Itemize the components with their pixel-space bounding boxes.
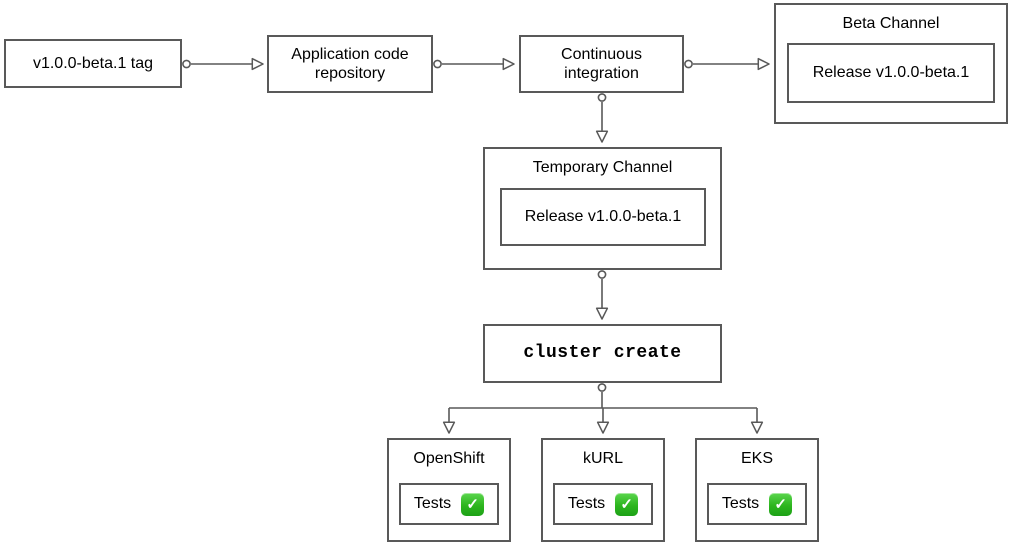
check-icon: ✓	[769, 492, 793, 516]
eks-tests-box: Tests ✓	[707, 483, 807, 525]
node-openshift: OpenShift Tests ✓	[387, 438, 511, 542]
beta-release-label: Release v1.0.0-beta.1	[812, 64, 970, 81]
openshift-title: OpenShift	[413, 450, 485, 467]
node-temporary-release: Release v1.0.0-beta.1	[500, 188, 706, 246]
continuous-integration-label: Continuous integration	[561, 46, 642, 82]
temporary-release-label: Release v1.0.0-beta.1	[524, 208, 682, 225]
tests-label: Tests	[721, 495, 760, 512]
tests-status: Tests ✓	[709, 485, 805, 523]
connector-dot	[433, 59, 442, 69]
connector-dot	[597, 270, 607, 279]
kurl-title: kURL	[582, 450, 623, 467]
version-tag-label: v1.0.0-beta.1 tag	[32, 55, 154, 72]
kurl-tests-box: Tests ✓	[553, 483, 653, 525]
check-glyph: ✓	[466, 495, 479, 513]
check-glyph: ✓	[620, 495, 633, 513]
connector-dot	[684, 59, 693, 69]
node-version-tag: v1.0.0-beta.1 tag	[4, 39, 182, 88]
node-kurl: kURL Tests ✓	[541, 438, 665, 542]
node-app-code-repository: Application code repository	[267, 35, 433, 93]
connector-dot	[597, 93, 607, 102]
openshift-tests-box: Tests ✓	[399, 483, 499, 525]
check-glyph: ✓	[774, 495, 787, 513]
node-cluster-create: cluster create	[483, 324, 722, 383]
connector-dot	[597, 383, 607, 392]
tests-label: Tests	[567, 495, 606, 512]
cluster-create-label: cluster create	[523, 343, 682, 363]
temporary-channel-title: Temporary Channel	[532, 159, 673, 176]
check-icon: ✓	[615, 492, 639, 516]
node-continuous-integration: Continuous integration	[519, 35, 684, 93]
beta-channel-title: Beta Channel	[842, 15, 940, 32]
connector-dot	[182, 59, 191, 69]
node-beta-channel: Beta Channel Release v1.0.0-beta.1	[774, 3, 1008, 124]
node-beta-release: Release v1.0.0-beta.1	[787, 43, 995, 103]
tests-status: Tests ✓	[401, 485, 497, 523]
app-code-repository-label: Application code repository	[291, 46, 409, 82]
node-temporary-channel: Temporary Channel Release v1.0.0-beta.1	[483, 147, 722, 270]
node-eks: EKS Tests ✓	[695, 438, 819, 542]
tests-label: Tests	[413, 495, 452, 512]
eks-title: EKS	[740, 450, 773, 467]
check-icon: ✓	[461, 492, 485, 516]
tests-status: Tests ✓	[555, 485, 651, 523]
